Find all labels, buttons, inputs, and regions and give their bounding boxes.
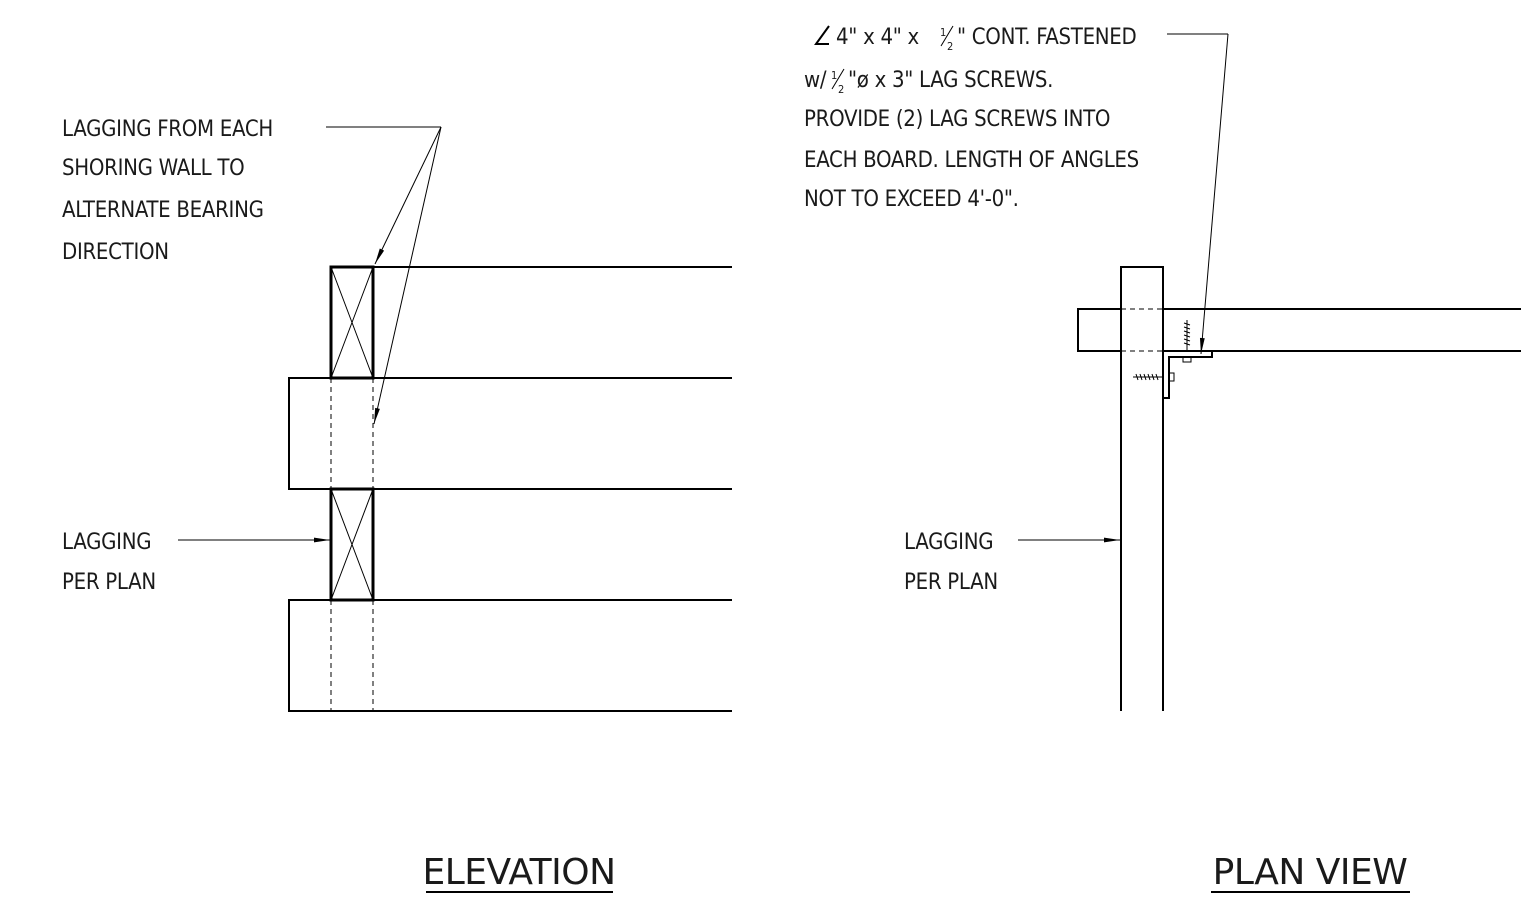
leader-bearing-arrow-1 (374, 126, 442, 265)
elevation-view: LAGGING FROM EACH SHORING WALL TO ALTERN… (62, 117, 732, 893)
lag-screw-vertical (1182, 320, 1192, 363)
note-lagging-per-plan-elevation: LAGGING PER PLAN (62, 530, 157, 595)
board-1 (373, 266, 732, 379)
lagging-board-vertical (1120, 266, 1164, 711)
note-angle-line2-start: w/ (804, 68, 827, 93)
svg-text:2: 2 (838, 83, 844, 96)
board-4 (288, 599, 732, 712)
steel-angle (1162, 350, 1213, 399)
board-horizontal (1077, 308, 1521, 352)
svg-text:2: 2 (947, 40, 953, 53)
board-2 (288, 377, 732, 490)
note-angle-line1-end: " CONT. FASTENED (957, 25, 1136, 50)
angle-symbol-icon (814, 25, 830, 45)
note-angle-line2-end: "ø x 3" LAG SCREWS. (848, 68, 1053, 93)
lagging-block-lower (329, 487, 375, 602)
fraction-half-2: 1 2 (831, 68, 845, 96)
lagging-block-upper (329, 265, 375, 380)
title-plan-view: PLAN VIEW (1213, 852, 1408, 893)
fraction-half-1: 1 2 (940, 25, 954, 53)
hidden-lines-plan (1121, 308, 1163, 352)
note-angle: 4" x 4" x 1 2 " CONT. FASTENED w/ 1 2 "ø… (804, 25, 1145, 212)
lag-screw-horizontal (1133, 372, 1175, 382)
title-elevation: ELEVATION (422, 852, 615, 893)
plan-view: 4" x 4" x 1 2 " CONT. FASTENED w/ 1 2 "ø… (804, 25, 1521, 893)
hidden-lines-lower (330, 600, 374, 711)
note-lagging-bearing: LAGGING FROM EACH SHORING WALL TO ALTERN… (62, 117, 279, 265)
svg-text:1: 1 (940, 26, 946, 39)
note-angle-rest: PROVIDE (2) LAG SCREWS INTO EACH BOARD. … (804, 107, 1145, 212)
leader-angle-arrow (1199, 33, 1229, 355)
hidden-lines-upper (330, 378, 374, 489)
svg-text:1: 1 (831, 69, 837, 82)
board-3 (373, 488, 732, 601)
note-angle-line1: 4" x 4" x (836, 25, 920, 50)
note-lagging-per-plan-plan: LAGGING PER PLAN (904, 530, 999, 595)
leader-bearing-arrow-2 (373, 126, 442, 425)
